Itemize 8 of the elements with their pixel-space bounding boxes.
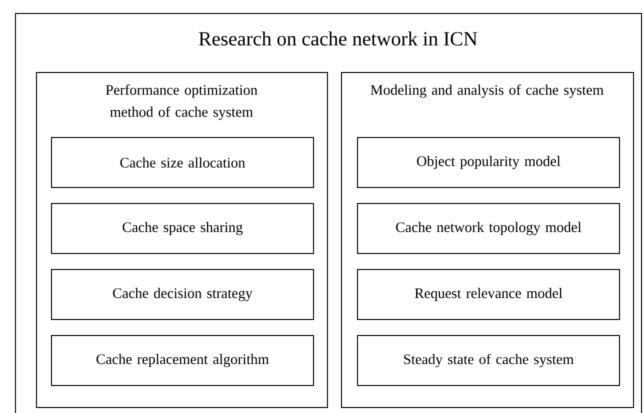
item-box: Cache space sharing — [51, 203, 314, 254]
item-box: Cache decision strategy — [51, 269, 314, 320]
item-box: Request relevance model — [357, 269, 620, 320]
item-box: Object popularity model — [357, 137, 620, 188]
item-box: Cache network topology model — [357, 203, 620, 254]
item-box: Cache replacement algorithm — [51, 335, 314, 386]
item-box: Steady state of cache system — [357, 335, 620, 386]
item-box: Cache size allocation — [51, 137, 314, 188]
